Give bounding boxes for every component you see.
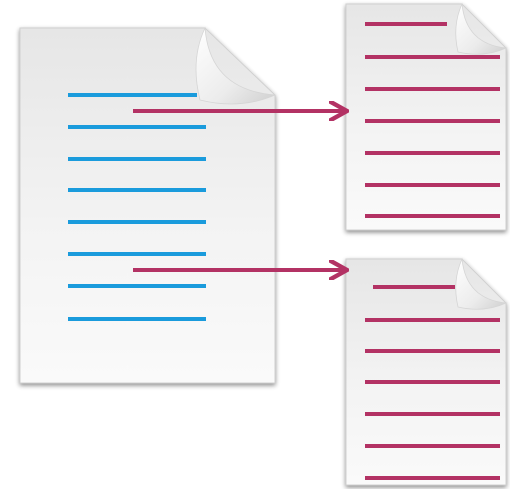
source-document-icon: [19, 26, 276, 384]
target-top-text-lines: [365, 22, 500, 218]
target-bottom-text-lines: [365, 285, 500, 480]
target-document-bottom-icon: [345, 257, 508, 486]
source-text-lines: [68, 93, 206, 321]
target-document-top-icon: [345, 2, 508, 231]
